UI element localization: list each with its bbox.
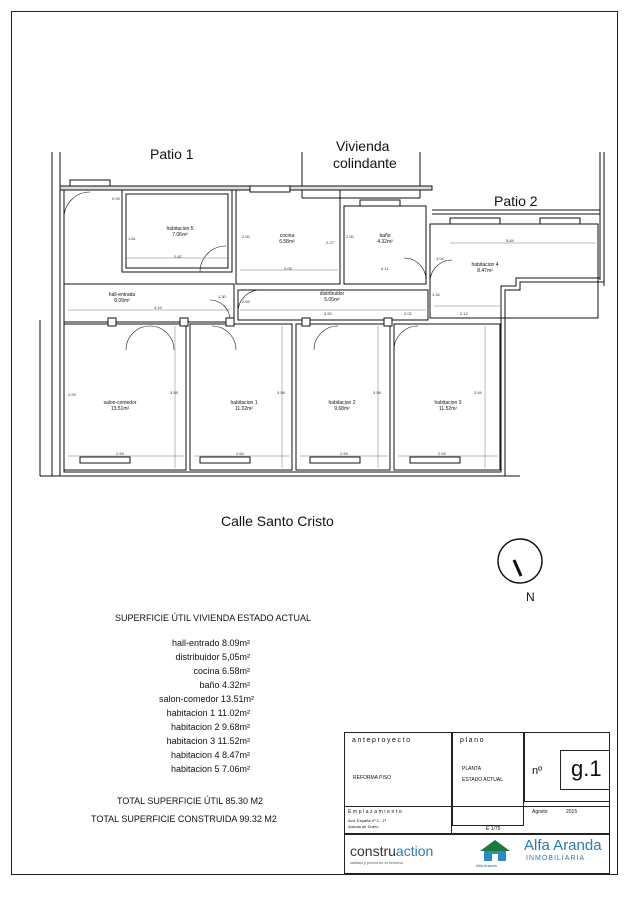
dim-label: 5.84 — [506, 238, 514, 243]
dim-label: 2.12 — [460, 311, 468, 316]
street-label: Calle Santo Cristo — [221, 513, 334, 529]
summary-line: cocina 6.58m² — [193, 666, 250, 676]
dim-label: 2.93 — [68, 392, 76, 397]
dim-label: 2.02 — [404, 311, 412, 316]
alfa-aranda-logo: Alfa Aranda — [524, 837, 602, 854]
dim-label: 3.58 — [277, 390, 285, 395]
title-block-sheet-cell — [560, 750, 610, 790]
title-block-row — [344, 806, 610, 834]
date-year: 2015 — [566, 809, 578, 815]
dim-label: 2.64 — [474, 390, 482, 395]
dim-label: 3.04 — [436, 256, 444, 261]
total-construida: TOTAL SUPERFICIE CONSTRUIDA 99.32 M2 — [91, 814, 277, 824]
address-line-2: Aranda de Duero — [348, 824, 379, 829]
dim-label: 2.27 — [326, 240, 334, 245]
sheet-frame — [11, 11, 618, 875]
vivienda-label: Vivienda — [336, 138, 390, 154]
alfa-aranda-small: Alfa Aranda — [476, 863, 497, 868]
scale: E 1/75 — [486, 826, 501, 832]
dim-label: 2.69 — [242, 299, 250, 304]
summary-line: salon-comedor 13.51m² — [158, 694, 254, 704]
north-arrow-icon — [497, 538, 543, 584]
dim-label: 2.53 — [340, 451, 348, 456]
address-line-1: Avd. España nº 2 - 1ª — [348, 818, 387, 823]
dim-label: 2.53 — [438, 451, 446, 456]
dim-label: 1.34 — [432, 292, 440, 297]
project-name: REFORMA PISO — [353, 775, 392, 781]
dim-label: 2.53 — [116, 451, 124, 456]
summary-line: habitacion 4 8.47m² — [170, 750, 250, 760]
summary-line: habitacion 1 11.02m² — [166, 708, 250, 718]
plano-estado: ESTADO ACTUAL — [462, 777, 504, 783]
date-month: Agosto — [532, 809, 548, 815]
construaction-logo: construaction — [350, 843, 434, 859]
construaction-tagline: calidad y precio en tu reforma — [350, 860, 403, 865]
plano-label: plano — [460, 737, 486, 744]
summary-line: baño 4.32m² — [199, 680, 250, 690]
patio-1-label: Patio 1 — [150, 146, 194, 162]
sheet-number: g.1 — [571, 756, 602, 781]
summary-line: habitacion 3 11.52m² — [166, 736, 250, 746]
summary-line: habitacion 5 7.06m² — [170, 764, 250, 774]
total-util: TOTAL SUPERFICIE ÚTIL 85.30 M2 — [117, 796, 264, 806]
dim-label: 2.00 — [242, 234, 250, 239]
emplazamiento-label: Emplazamiento — [348, 809, 404, 815]
dim-label: 2.64 — [236, 451, 244, 456]
title-block-plano-cell — [452, 732, 524, 826]
inmobiliaria-label: INMOBILIARIA — [526, 855, 586, 862]
summary-line: hall-entrado 8.09m² — [171, 638, 250, 648]
dim-label: 1.30 — [218, 294, 226, 299]
dim-label: 3.58 — [373, 390, 381, 395]
dim-label: 4.14 — [154, 305, 162, 310]
alfa-aranda-house-icon — [472, 838, 518, 868]
plano-planta: PLANTA — [462, 766, 482, 772]
sheet-number-label: nº — [532, 765, 543, 777]
dim-label: 0.11 — [381, 266, 389, 271]
dim-label: 2.82 — [174, 254, 182, 259]
anteproyecto-label: anteproyecto — [352, 737, 412, 744]
north-label: N — [526, 590, 535, 604]
dim-label: 4.20 — [324, 311, 332, 316]
dim-label: 2.05 — [284, 266, 292, 271]
dim-label: 0.93 — [112, 196, 120, 201]
colindante-label: colindante — [333, 155, 397, 171]
dim-label: 1.81 — [128, 236, 136, 241]
patio-2-label: Patio 2 — [494, 193, 538, 209]
summary-title: SUPERFICIE ÚTIL VIVIENDA ESTADO ACTUAL — [115, 613, 312, 623]
summary-line: habitacion 2 9.68m² — [170, 722, 250, 732]
summary-line: distribuidor 5,05m² — [175, 652, 250, 662]
dim-label: 2.00 — [346, 234, 354, 239]
dim-label: 3.58 — [170, 390, 178, 395]
title-block-logo-row — [344, 834, 610, 874]
